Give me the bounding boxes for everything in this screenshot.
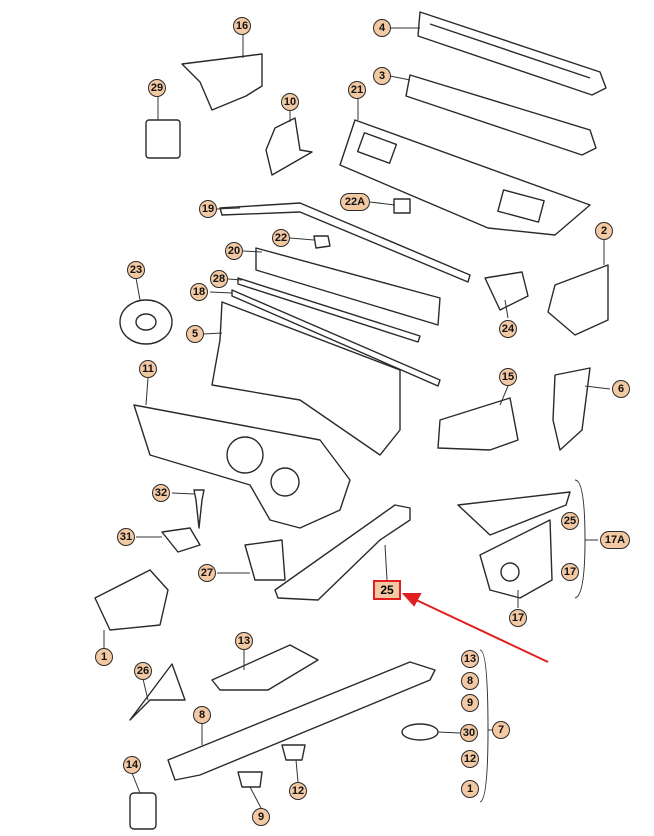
callout-5: 5	[186, 325, 204, 343]
highlight-arrow	[411, 597, 549, 663]
part-29-bracket	[145, 119, 181, 159]
part-31-bracket	[161, 527, 201, 553]
part-18-strip	[231, 289, 441, 387]
part-20-panel	[255, 247, 441, 326]
callout-10: 10	[281, 93, 299, 111]
part-26-brace	[129, 663, 186, 721]
callout-18: 18	[190, 283, 208, 301]
callout-24: 24	[499, 320, 517, 338]
part-13-bracket	[211, 644, 319, 691]
part-14-bracket	[129, 792, 157, 830]
callout-15: 15	[499, 368, 517, 386]
callout-2: 2	[595, 222, 613, 240]
part-17a-upper-panel	[457, 491, 571, 536]
part-19-seal	[219, 202, 471, 283]
callout-28: 28	[210, 270, 228, 288]
callout-7: 7	[492, 721, 510, 739]
callout-32: 32	[152, 484, 170, 502]
part-24-bracket	[484, 271, 529, 311]
callout-16: 16	[233, 17, 251, 35]
group7-item: 8	[461, 672, 479, 690]
callout-23: 23	[127, 261, 145, 279]
part-4-cowl-panel	[417, 11, 607, 96]
part-15-bracket	[437, 397, 519, 451]
group7-item: 9	[461, 694, 479, 712]
callout-17-upper: 17	[561, 563, 579, 581]
callout-22a: 22A	[340, 193, 370, 211]
callout-31: 31	[117, 528, 135, 546]
part-17-lower-panel	[479, 519, 553, 599]
part-2-bracket	[547, 264, 609, 336]
callout-27: 27	[198, 564, 216, 582]
callout-25-upper: 25	[561, 512, 579, 530]
part-28-strip	[237, 277, 421, 343]
part-3-panel	[405, 74, 597, 156]
callout-25-highlighted: 25	[373, 580, 401, 600]
part-10-bracket	[265, 117, 313, 176]
callout-8: 8	[193, 706, 211, 724]
part-12-bracket	[281, 744, 306, 761]
callout-17-lower: 17	[509, 609, 527, 627]
callout-12: 12	[289, 782, 307, 800]
callout-29: 29	[148, 79, 166, 97]
part-27-bracket	[244, 539, 286, 581]
part-8-rail	[167, 661, 436, 781]
group7-item: 1	[461, 780, 479, 798]
callout-26: 26	[134, 662, 152, 680]
callout-21: 21	[348, 81, 366, 99]
callout-9: 9	[252, 808, 270, 826]
callout-11: 11	[139, 360, 157, 378]
callout-30: 30	[460, 724, 478, 742]
callout-4: 4	[373, 19, 391, 37]
callout-3: 3	[373, 67, 391, 85]
part-32-bolt	[193, 489, 205, 529]
part-5-dash-panel	[211, 301, 401, 456]
group7-item: 12	[461, 750, 479, 768]
part-30-clip	[401, 723, 439, 741]
part-16-bracket	[181, 53, 263, 111]
part-9-bracket	[237, 771, 263, 788]
callout-6: 6	[612, 380, 630, 398]
callout-22: 22	[272, 229, 290, 247]
callout-17a: 17A	[600, 531, 630, 549]
callout-19: 19	[199, 200, 217, 218]
part-22-screw	[313, 235, 331, 249]
part-25-rail	[274, 504, 411, 601]
callout-14: 14	[123, 756, 141, 774]
callout-13: 13	[235, 632, 253, 650]
part-1-bracket	[94, 569, 169, 631]
part-6-pillar	[552, 367, 591, 451]
part-22a-clip	[393, 198, 411, 214]
callout-1: 1	[95, 648, 113, 666]
callout-20: 20	[225, 242, 243, 260]
group7-item: 13	[461, 650, 479, 668]
